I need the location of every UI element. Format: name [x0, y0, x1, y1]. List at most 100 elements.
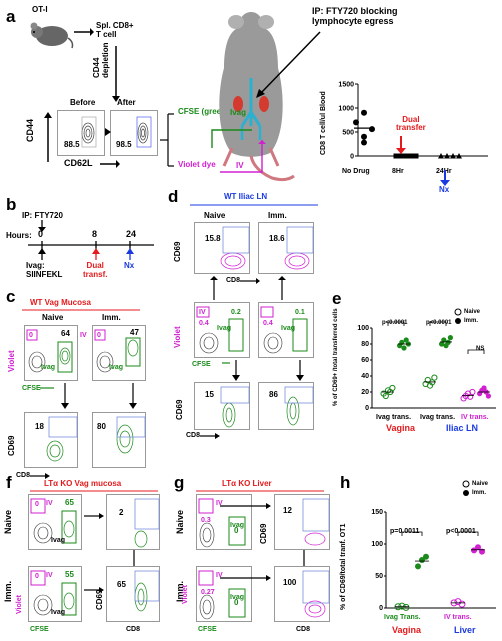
b-dual-arrow: [92, 248, 100, 260]
c-naive-ivag-label: Ivag: [41, 364, 56, 371]
panel-h-letter: h: [340, 473, 351, 492]
g-naive-ivag-label: Ivag: [230, 522, 245, 529]
d-naive-top-plot: 15.8: [194, 222, 250, 274]
e-pval-0: p<0.0001: [382, 320, 408, 326]
a-point: [361, 109, 367, 116]
a-ivag-label: Ivag: [230, 108, 247, 117]
g-naive-iv-value: 0.3: [201, 517, 211, 524]
g-imm-right-plot: 100: [274, 566, 330, 622]
c-imm-top-contour: [94, 329, 141, 373]
b-nx-arrow: [126, 248, 134, 260]
c-naive-cd69-value: 18: [35, 422, 44, 431]
g-naive-right-plot: 12: [274, 494, 330, 550]
f-imm-right-contour: [134, 570, 160, 612]
b-ip-label: IP: FTY720: [22, 211, 63, 220]
f-imm-ivag-label: Ivag: [51, 609, 66, 616]
d-cd8-arrow: [200, 433, 220, 439]
f-naive-right-plot: 2: [106, 494, 160, 550]
f-naive-left-plot: 0 65 Ivag: [28, 494, 82, 550]
c-violet-label: Violet: [7, 350, 16, 372]
h-point-imm: [423, 553, 429, 560]
d-imm-label: Imm.: [268, 211, 287, 220]
h-cat-1: IV trans.: [444, 614, 472, 621]
dual-transfer-arrow: [396, 136, 406, 154]
e-point-naive: [382, 392, 389, 400]
d-naive-top-contour: [220, 226, 250, 270]
e-point-naive: [467, 393, 474, 400]
e-sig-bracket: [429, 321, 447, 326]
g-cd69-label: CD69: [259, 523, 268, 544]
c-imm-iv-value: 0: [97, 332, 101, 339]
g-title-line: [196, 490, 324, 492]
d-imm-cd69-value: 86: [269, 390, 278, 399]
g-cfse-label: CFSE: [198, 626, 217, 633]
h-point-imm: [479, 548, 485, 555]
g-imm-ivag-label: Ivag: [230, 594, 245, 601]
g-imm-left-plot: 0.27 0: [196, 566, 252, 622]
e-point-imm: [401, 345, 407, 351]
h-legend-imm: Imm.: [472, 490, 487, 496]
a-point: [353, 119, 359, 126]
e-cat-1: Ivag trans.: [420, 414, 456, 421]
a-point: [369, 126, 375, 133]
f-title-line: [30, 490, 158, 492]
h-ylabel: % of CD69/total tranf. OT1: [340, 523, 347, 610]
e-group-iliac: Iliac LN: [446, 423, 479, 433]
e-legend-imm: Imm.: [464, 318, 479, 324]
e-group-vagina: Vagina: [386, 423, 416, 433]
d-cd69-label-2: CD69: [175, 399, 184, 420]
f-naive-cd69-value: 2: [119, 508, 124, 517]
b-timeline: [28, 241, 154, 249]
g-title: LTα KO Liver: [222, 479, 272, 488]
e-ytick-label: 40: [361, 373, 369, 380]
f-naive-iv-label: IV: [46, 500, 53, 507]
h-group-liver: Liver: [454, 625, 476, 635]
h-sig-bracket: [401, 531, 423, 536]
d-naive-mid-contour: [196, 306, 244, 354]
e-point-naive: [431, 374, 438, 381]
h-point-naive: [458, 600, 466, 608]
split-bracket: [160, 113, 174, 167]
d-title: WT Iliac LN: [224, 192, 268, 201]
c-imm-top-plot: 0 47 Ivag: [92, 325, 146, 381]
d-cd8-label-2: CD8: [186, 432, 201, 439]
e-cat-0: Ivag trans.: [376, 414, 412, 421]
large-mouse-illustration: [219, 12, 295, 182]
f-cfse-label: CFSE: [30, 626, 49, 633]
g-violet-label: Violet: [182, 585, 189, 604]
mouse-label: OT-I: [32, 5, 48, 14]
a-ytick-label: 1500: [338, 82, 354, 89]
after-value: 98.5: [116, 140, 132, 149]
c-imm-bottom-contour: [116, 416, 146, 454]
f-imm-left-plot: 0 55 Ivag: [28, 566, 82, 622]
d-violet-label: Violet: [173, 326, 182, 348]
panel-c-letter: c: [6, 287, 16, 306]
g-imm-ivag-value: 0: [234, 598, 239, 607]
c-naive-bottom-contour: [46, 416, 78, 462]
g-imm-cd69-value: 100: [283, 578, 297, 587]
f-naive-label: Naive: [3, 509, 13, 534]
h-legend-imm-icon: [463, 490, 469, 496]
e-legend-naive: Naive: [464, 309, 481, 315]
g-naive-right-contour: [302, 498, 330, 546]
c-naive-ivag-value: 64: [61, 329, 70, 338]
d-cfse-label: CFSE: [192, 361, 211, 368]
d-imm-ivag-value: 0.1: [295, 309, 305, 316]
a-cat-1: 8Hr: [392, 168, 404, 175]
f-imm-ivag-value: 55: [65, 570, 74, 579]
e-ytick-label: 80: [361, 341, 369, 348]
before-contour: [81, 116, 97, 148]
mouse-icon: [30, 22, 74, 49]
b-ivag-arrow: [38, 248, 46, 260]
f-imm-label: Imm.: [3, 580, 13, 602]
b-tick-1: 8: [92, 229, 98, 239]
e-point-imm: [403, 337, 409, 343]
a-x-arrow: [100, 160, 120, 168]
panel-g-letter: g: [174, 473, 185, 492]
g-imm-iv-value: 0.27: [201, 589, 215, 596]
e-legend-naive-icon: [454, 308, 462, 316]
after-plot: 98.5: [110, 110, 158, 156]
a-iv-label: IV: [236, 161, 244, 170]
before-label: Before: [70, 98, 96, 107]
